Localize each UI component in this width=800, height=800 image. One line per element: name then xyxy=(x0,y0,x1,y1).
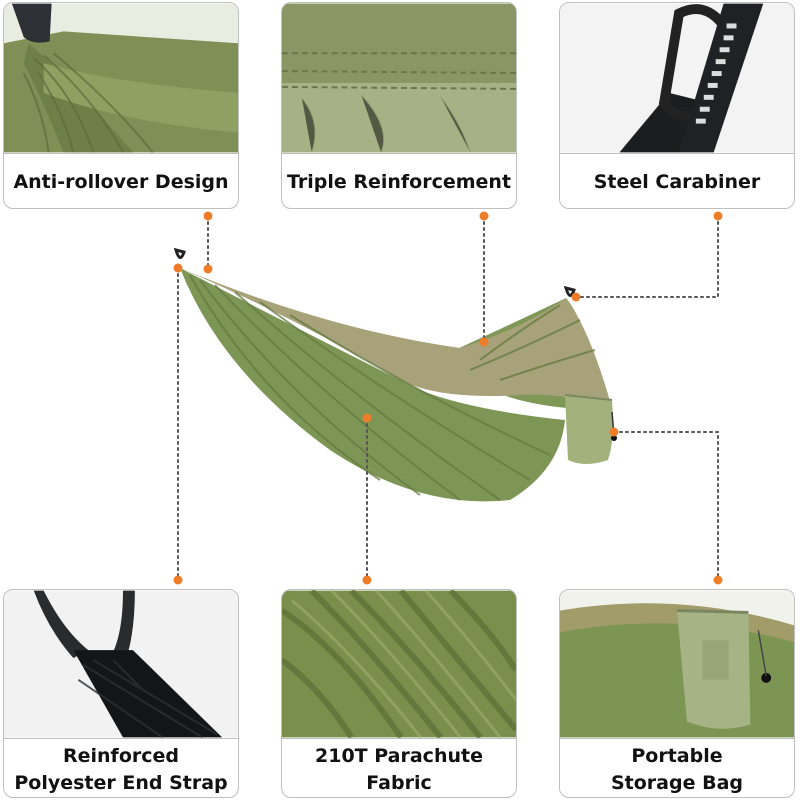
feature-card-parachute-fabric: 210T Parachute Fabric xyxy=(281,589,517,798)
feature-label-storage-bag-line2: Storage Bag xyxy=(610,771,744,794)
hammock-body xyxy=(173,247,617,502)
feature-label-steel-carabiner: Steel Carabiner xyxy=(593,171,761,193)
feature-label-storage-bag-line1: Portable xyxy=(631,744,723,767)
callout-dot-storage-bag-target xyxy=(609,427,619,437)
callout-leader-lines xyxy=(177,215,719,581)
carabiner-strap-photo xyxy=(560,3,794,153)
hammock-gathered-end-photo xyxy=(4,3,238,153)
feature-card-anti-rollover: Anti-rollover Design xyxy=(3,2,239,209)
callout-dot-end-strap-target xyxy=(173,263,183,273)
feature-card-triple-reinforcement: Triple Reinforcement xyxy=(281,2,517,209)
callout-dot-anti-rollover xyxy=(203,211,213,221)
callout-dot-steel-carabiner-target xyxy=(571,292,581,302)
feature-label-end-strap-line1: Reinforced xyxy=(63,744,179,767)
callout-dot-anti-rollover-target xyxy=(203,264,213,274)
feature-card-steel-carabiner: Steel Carabiner xyxy=(559,2,795,209)
parachute-fabric-photo xyxy=(282,590,516,738)
callout-dots xyxy=(173,211,723,585)
feature-label-parachute-fabric-line2: Fabric xyxy=(366,771,432,794)
callout-dot-end-strap xyxy=(173,575,183,585)
callout-dot-storage-bag xyxy=(713,575,723,585)
feature-card-end-strap: Reinforced Polyester End Strap xyxy=(3,589,239,798)
callout-dot-parachute-fabric xyxy=(362,575,372,585)
callout-dot-steel-carabiner xyxy=(713,211,723,221)
callout-dot-triple-reinforcement-target xyxy=(479,337,489,347)
stitched-seam-photo xyxy=(282,3,516,153)
feature-label-anti-rollover: Anti-rollover Design xyxy=(13,171,229,193)
feature-card-storage-bag: Portable Storage Bag xyxy=(559,589,795,798)
feature-label-triple-reinforcement: Triple Reinforcement xyxy=(286,171,512,193)
storage-bag-photo xyxy=(560,590,794,738)
end-strap-photo xyxy=(4,590,238,738)
feature-label-parachute-fabric-line1: 210T Parachute xyxy=(315,744,483,767)
callout-dot-parachute-fabric-target xyxy=(362,413,372,423)
callout-dot-triple-reinforcement xyxy=(479,211,489,221)
feature-label-end-strap-line2: Polyester End Strap xyxy=(14,771,228,794)
